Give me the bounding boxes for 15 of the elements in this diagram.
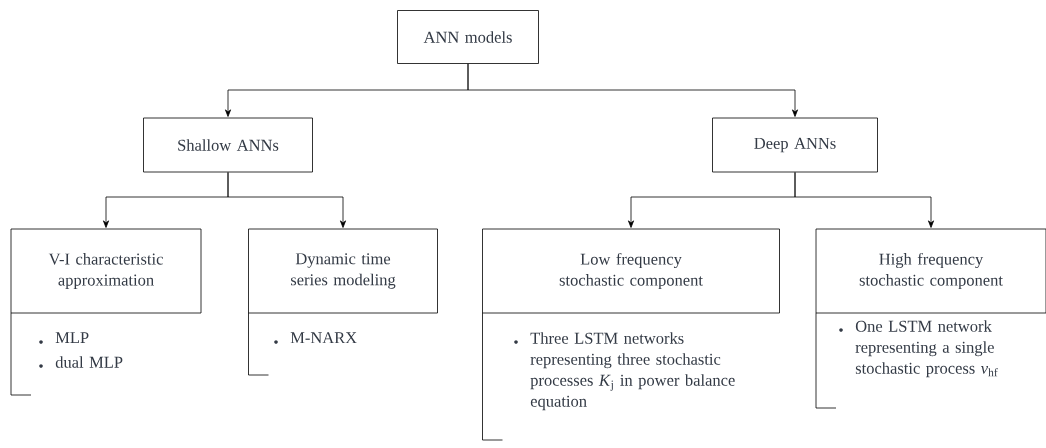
process-box: High frequency stochastic component	[815, 228, 1046, 314]
process-box: V-I characteristic approximation	[10, 228, 202, 314]
bullet-item: MLP	[55, 332, 89, 343]
bullet-item: One LSTM network representing a single stochastic process v$_{hf}$	[855, 320, 998, 378]
bullet-item: Three LSTM networks representing three stochastic processes K$_{j}$ in power balance equation	[530, 332, 735, 411]
process-box: ANN models	[397, 10, 539, 64]
arrow	[227, 172, 346, 228]
process-box: Low frequency stochastic component	[482, 228, 780, 314]
bullet-item: M-NARX	[290, 332, 357, 344]
process-box: Dynamic time series modeling	[248, 228, 438, 314]
arrow	[467, 63, 798, 117]
bullet-item: dual MLP	[55, 356, 123, 368]
process-box: Deep ANNs	[712, 117, 878, 173]
arrow	[794, 172, 934, 228]
process-box: Shallow ANNs	[143, 117, 313, 173]
